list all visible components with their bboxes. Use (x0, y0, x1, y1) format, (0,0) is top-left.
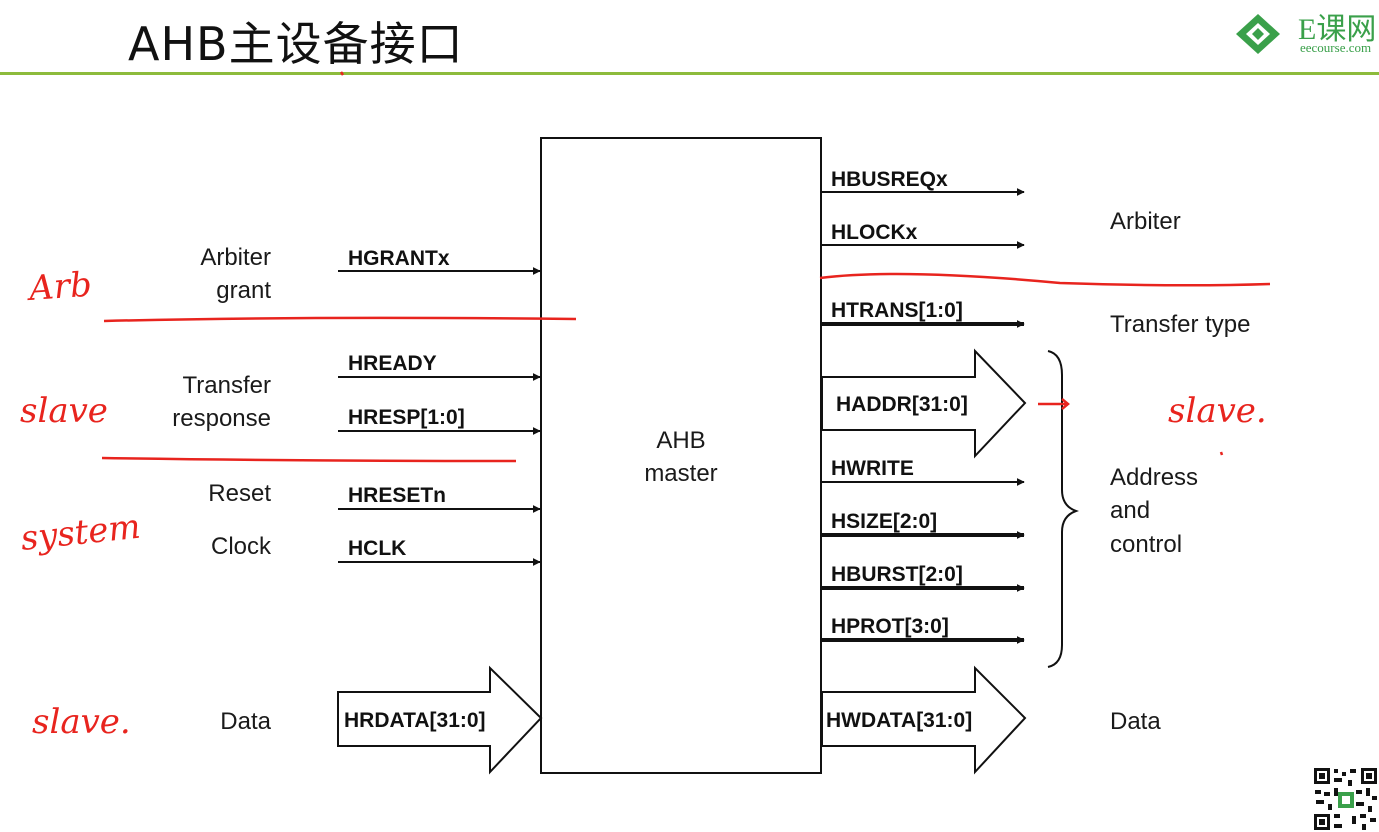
left-label-arbiter: Arbiter (200, 244, 271, 271)
signal-hrdata: HRDATA[31:0] (344, 709, 486, 732)
signal-hresetn: HRESETn (348, 484, 446, 507)
left-label-reset: Reset (208, 480, 271, 507)
signal-hsize: HSIZE[2:0] (831, 510, 937, 533)
signal-hlockx: HLOCKx (831, 221, 918, 244)
logo-subtext: eecourse.com (1300, 40, 1372, 55)
left-label-grant: grant (216, 277, 271, 304)
handwritten-arb: Arb (25, 265, 93, 309)
left-label-transfer: Transfer (183, 372, 271, 399)
block-label-line1: AHB (656, 427, 705, 454)
signal-htrans: HTRANS[1:0] (831, 299, 963, 322)
slide-title: AHB主设备接口 (128, 17, 464, 71)
bus-arrow-haddr (821, 348, 1027, 459)
signal-hclk: HCLK (348, 537, 406, 560)
right-label-arbiter: Arbiter (1110, 208, 1181, 235)
qr-code (1312, 766, 1379, 832)
logo-text: E课网 (1298, 13, 1377, 46)
right-label-and: and (1110, 497, 1150, 524)
handwritten-slave-2: slave. (32, 702, 131, 742)
left-label-clock: Clock (211, 533, 272, 560)
ink-line-arbiter-right (819, 272, 1271, 287)
handwritten-slave-1: slave (20, 391, 108, 431)
bus-arrow-hwdata (821, 665, 1027, 775)
signal-hresp: HRESP[1:0] (348, 406, 465, 429)
signal-hburst: HBURST[2:0] (831, 563, 963, 586)
ink-line-transfer-left (101, 456, 517, 463)
handwritten-annotations: Arb slave system slave. slave. (19, 71, 1271, 742)
signal-hgrantx: HGRANTx (348, 247, 450, 270)
ink-dot-right (1219, 451, 1224, 456)
signal-hready: HREADY (348, 352, 437, 375)
bus-arrow-hrdata (337, 665, 543, 775)
ink-arrow-haddr (1038, 398, 1070, 410)
right-label-data: Data (1110, 708, 1161, 735)
right-label-control: control (1110, 531, 1182, 558)
ink-line-arbiter-left (103, 316, 577, 323)
left-label-response: response (172, 405, 271, 432)
eecourse-logo (1236, 14, 1280, 54)
title-divider (0, 72, 1379, 75)
left-label-data: Data (220, 708, 271, 735)
signal-hbusreqx: HBUSREQx (831, 168, 948, 191)
signal-haddr: HADDR[31:0] (836, 393, 968, 416)
right-label-address: Address (1110, 464, 1198, 491)
address-control-brace (1047, 350, 1079, 668)
ahb-master-block (540, 137, 822, 774)
signal-hprot: HPROT[3:0] (831, 615, 949, 638)
right-label-transfer-type: Transfer type (1110, 311, 1251, 338)
ink-dot-title (339, 71, 345, 76)
handwritten-slave-3: slave. (1168, 391, 1267, 431)
signal-hwdata: HWDATA[31:0] (826, 709, 972, 732)
block-label-line2: master (644, 460, 717, 487)
handwritten-system: system (19, 507, 143, 559)
signal-hwrite: HWRITE (831, 457, 914, 480)
